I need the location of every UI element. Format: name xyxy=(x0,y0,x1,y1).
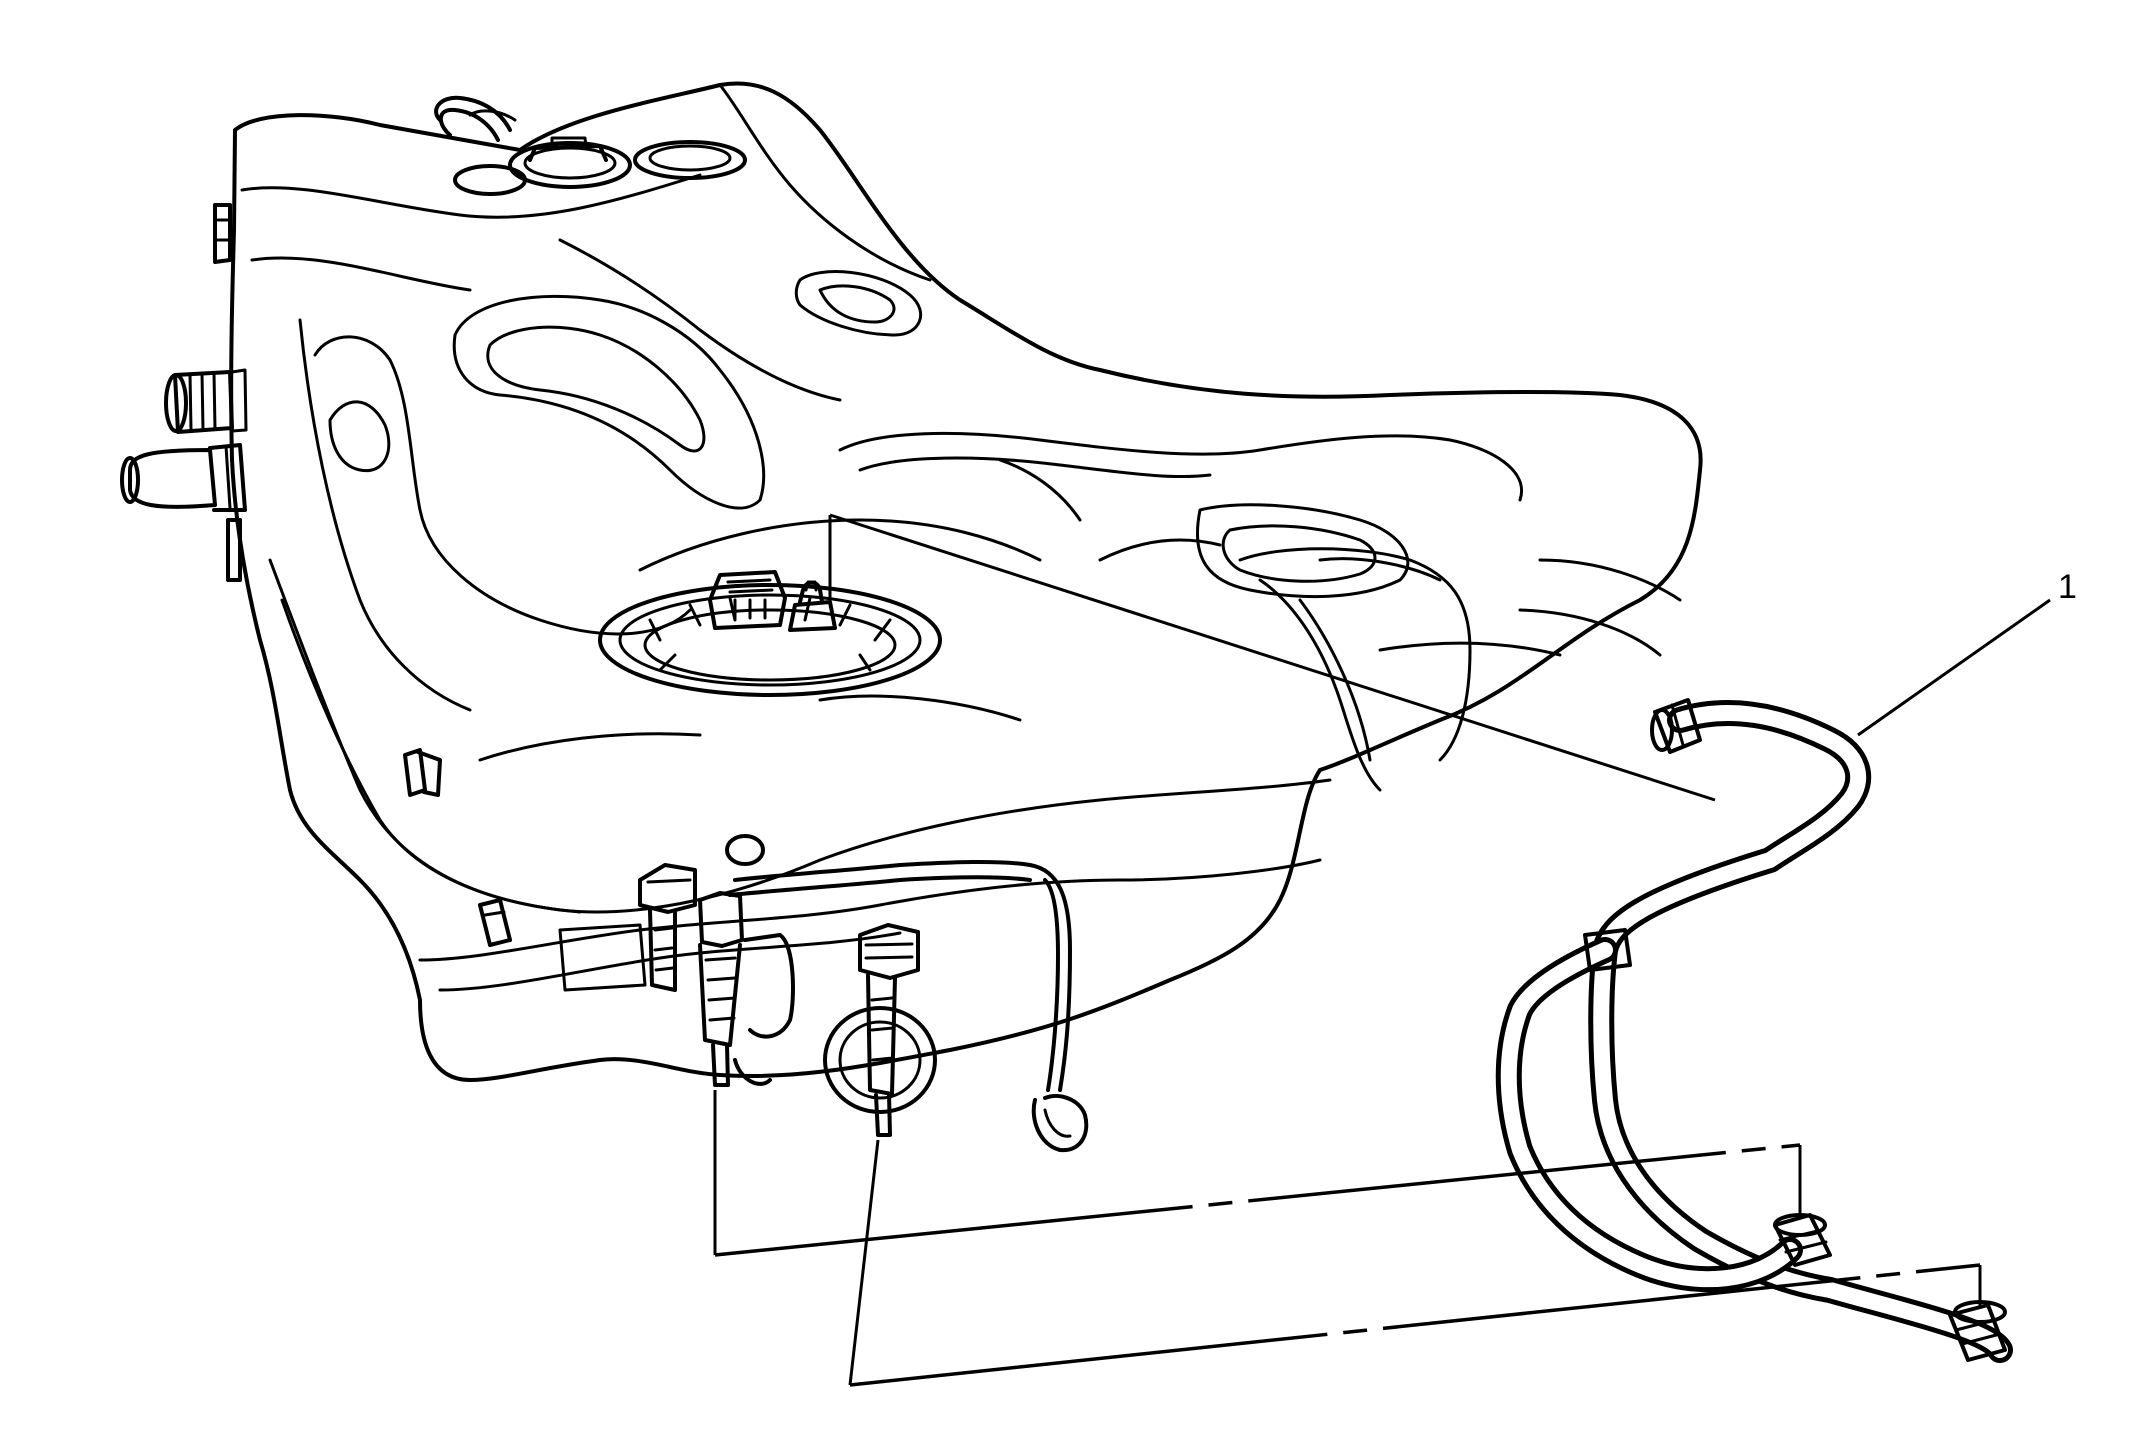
tank-side-clip xyxy=(403,748,512,947)
top-sender-unit xyxy=(434,95,747,196)
connection-leaders xyxy=(713,513,1982,1387)
fuel-pump-module xyxy=(598,570,942,697)
callout-1-leader xyxy=(1857,598,2051,737)
front-connectors xyxy=(558,834,1089,1153)
callout-1: 1 xyxy=(1857,568,2077,737)
fuel-tank xyxy=(229,81,1703,1082)
fuel-hose-assembly xyxy=(1495,698,2013,1363)
callout-1-label: 1 xyxy=(2058,568,2077,606)
filler-neck-pipes xyxy=(120,203,248,582)
